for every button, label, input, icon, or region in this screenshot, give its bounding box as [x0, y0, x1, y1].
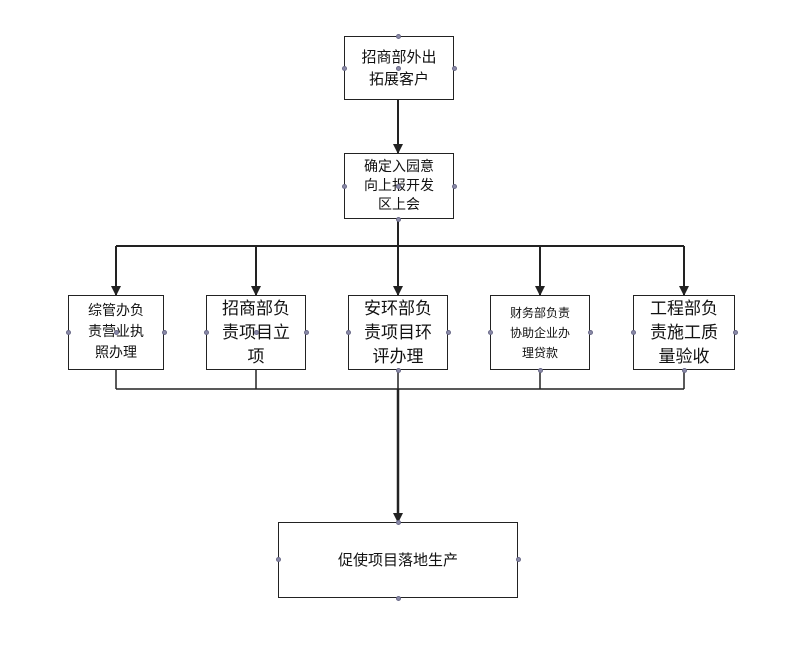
node-expand-clients-handle-top[interactable] — [396, 34, 401, 39]
node-project-approval-handle-mid[interactable] — [254, 330, 259, 335]
node-quality-acceptance-label: 工程部负 责施工质 量验收 — [650, 298, 718, 367]
node-loan-assistance-handle-left[interactable] — [488, 330, 493, 335]
node-environmental-assessment-handle-right[interactable] — [446, 330, 451, 335]
node-project-production-label: 促使项目落地生产 — [337, 551, 458, 569]
node-quality-acceptance-handle-bottom[interactable] — [682, 368, 687, 373]
node-confirm-entry-handle-mid[interactable] — [396, 184, 401, 189]
node-business-license-handle-left[interactable] — [66, 330, 71, 335]
node-project-production-handle-bottom[interactable] — [396, 596, 401, 601]
node-expand-clients-handle-left[interactable] — [342, 66, 347, 71]
node-loan-assistance[interactable]: 财务部负责 协助企业办 理贷款 — [490, 295, 590, 370]
node-project-production-handle-right[interactable] — [516, 557, 521, 562]
node-expand-clients-label: 招商部外出 拓展客户 — [361, 48, 437, 88]
node-business-license-handle-right[interactable] — [162, 330, 167, 335]
node-quality-acceptance-handle-right[interactable] — [733, 330, 738, 335]
node-project-production-handle-left[interactable] — [276, 557, 281, 562]
node-business-license-label: 综管办负 责营业执 照办理 — [88, 303, 144, 361]
node-loan-assistance-handle-right[interactable] — [588, 330, 593, 335]
node-project-production-handle-top[interactable] — [396, 520, 401, 525]
node-project-approval-handle-right[interactable] — [304, 330, 309, 335]
node-quality-acceptance-handle-left[interactable] — [631, 330, 636, 335]
node-quality-acceptance[interactable]: 工程部负 责施工质 量验收 — [633, 295, 735, 370]
node-environmental-assessment-label: 安环部负 责项目环 评办理 — [364, 298, 432, 367]
node-confirm-entry-handle-right[interactable] — [452, 184, 457, 189]
node-expand-clients-handle-right[interactable] — [452, 66, 457, 71]
node-expand-clients-handle-mid[interactable] — [396, 66, 401, 71]
node-project-production[interactable]: 促使项目落地生产 — [278, 522, 518, 598]
node-environmental-assessment[interactable]: 安环部负 责项目环 评办理 — [348, 295, 448, 370]
node-confirm-entry-handle-left[interactable] — [342, 184, 347, 189]
node-business-license-handle-mid[interactable] — [114, 330, 119, 335]
node-environmental-assessment-handle-bottom[interactable] — [396, 368, 401, 373]
node-loan-assistance-handle-bottom[interactable] — [538, 368, 543, 373]
node-confirm-entry-handle-bottom[interactable] — [396, 217, 401, 222]
node-environmental-assessment-handle-left[interactable] — [346, 330, 351, 335]
node-loan-assistance-label: 财务部负责 协助企业办 理贷款 — [509, 305, 570, 360]
node-project-approval-handle-left[interactable] — [204, 330, 209, 335]
